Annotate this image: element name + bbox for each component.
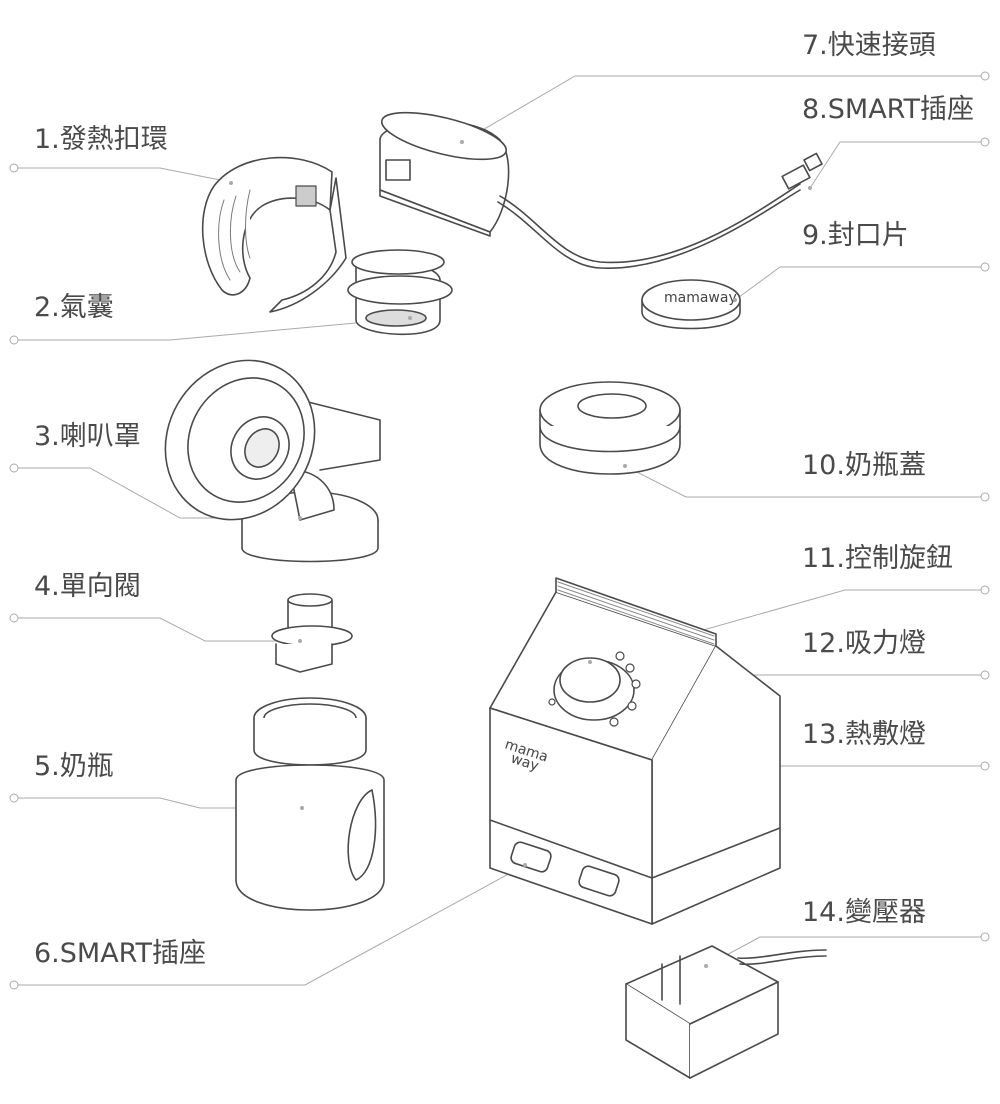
label-air-bag: 2.氣囊 [34,292,114,323]
label-one-way-valve: 4.單向閥 [34,571,141,602]
endpoint-11 [980,585,990,595]
endpoint-1 [9,163,19,173]
leader-line-6 [14,864,526,986]
label-bottle: 5.奶瓶 [34,751,114,782]
label-sealing-disc: 9.封口片 [802,220,909,251]
endpoint-14 [980,932,990,942]
one-way-valve-illustration [271,593,353,673]
leader-line-7 [461,75,985,143]
leader-line-8 [809,141,985,189]
endpoint-13 [980,761,990,771]
quick-connector-illustration [379,111,510,237]
smart-socket-cable-illustration [497,152,823,269]
endpoint-5 [9,793,19,803]
breast-shield-illustration [164,359,381,563]
leader-line-14 [705,936,985,967]
label-breast-shield: 3.喇叭罩 [34,421,141,452]
label-heat-light: 13.熱敷燈 [802,719,926,750]
leader-line-4 [14,617,300,642]
leader-line-9 [734,266,985,301]
leader-endpoints [9,71,990,990]
endpoint-6 [9,980,19,990]
label-quick-connector: 7.快速接頭 [802,30,936,61]
air-bag-illustration [347,249,453,336]
label-control-knob: 11.控制旋鈕 [802,543,953,574]
label-smart-socket-cable: 8.SMART插座 [802,94,974,125]
leader-line-2 [14,317,411,341]
sealing-disc-brand: mamaway [664,290,737,306]
base-unit-illustration: mama way [489,577,781,925]
bottle-cap-illustration [539,381,681,475]
endpoint-10 [980,492,990,502]
indicator-lights [548,651,641,727]
endpoint-7 [980,71,990,81]
label-smart-socket-base: 6.SMART插座 [34,938,206,969]
leader-line-1 [14,167,231,183]
endpoint-12 [980,670,990,680]
label-adapter: 14.變壓器 [802,897,926,928]
endpoint-9 [980,262,990,272]
sealing-disc-illustration: mamaway [641,279,741,330]
socket-ports [510,841,620,897]
endpoint-2 [9,335,19,345]
label-heating-ring: 1.發熱扣環 [34,124,168,155]
bottle-illustration [235,697,385,911]
leader-line-10 [624,465,985,498]
endpoint-4 [9,613,19,623]
label-suction-light: 12.吸力燈 [802,628,926,659]
heating-ring-illustration [201,156,347,313]
endpoint-8 [980,137,990,147]
endpoint-3 [9,463,19,473]
adapter-illustration [625,945,827,1079]
label-bottle-cap: 10.奶瓶蓋 [802,450,926,481]
